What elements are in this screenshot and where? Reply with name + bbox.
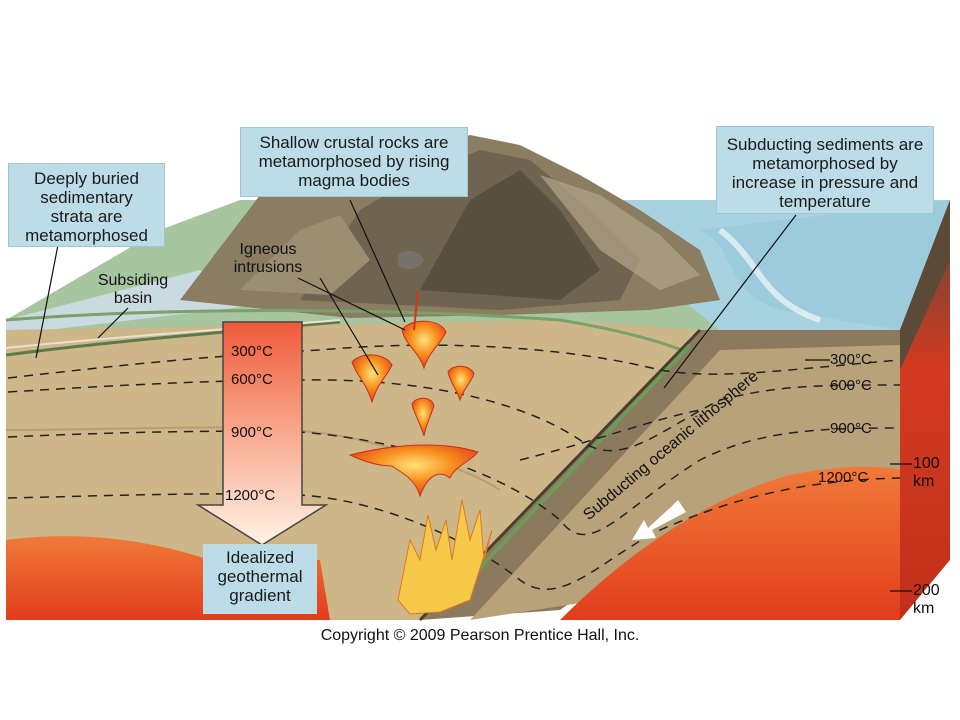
label-igneous-intrusions: Igneous intrusions: [233, 241, 303, 276]
isotherm-left-600: 600°C: [231, 371, 273, 388]
label-subsiding-basin: Subsiding basin: [97, 272, 169, 307]
callout-shallow-crustal-text: Shallow crustal rocks are metamorphosed …: [258, 133, 450, 190]
isotherm-left-900: 900°C: [231, 424, 273, 441]
igneous-intrusions: [348, 250, 493, 615]
geothermal-gradient-arrow: [195, 321, 329, 546]
label-geothermal-gradient: Idealized geothermal gradient: [203, 544, 317, 614]
depth-200: 200 km: [913, 582, 940, 617]
subduction-direction-arrow: [632, 500, 686, 540]
callout-deeply-buried-text: Deeply buried sedimentary strata are met…: [25, 169, 148, 245]
depth-100: 100 km: [913, 455, 940, 490]
leader-lines: [35, 199, 912, 592]
subducting-slab: [418, 328, 900, 622]
isotherm-right-300: 300°C: [830, 351, 872, 368]
callout-subducting-sediments: Subducting sediments are metamorphosed b…: [716, 126, 934, 214]
isotherm-right-900: 900°C: [830, 420, 872, 437]
copyright-text: Copyright © 2009 Pearson Prentice Hall, …: [320, 627, 640, 644]
isotherm-lines: [7, 344, 901, 590]
block-side: [900, 200, 950, 620]
isotherm-right-1200: 1200°C: [818, 469, 869, 486]
mantle-right: [560, 466, 900, 620]
isotherm-right-600: 600°C: [830, 377, 872, 394]
mountain-range: [180, 135, 720, 318]
isotherm-left-300: 300°C: [231, 343, 273, 360]
callout-shallow-crustal: Shallow crustal rocks are metamorphosed …: [240, 127, 468, 197]
callout-subducting-sediments-text: Subducting sediments are metamorphosed b…: [726, 135, 924, 211]
callout-deeply-buried: Deeply buried sedimentary strata are met…: [8, 163, 165, 247]
isotherm-left-1200: 1200°C: [225, 487, 276, 504]
